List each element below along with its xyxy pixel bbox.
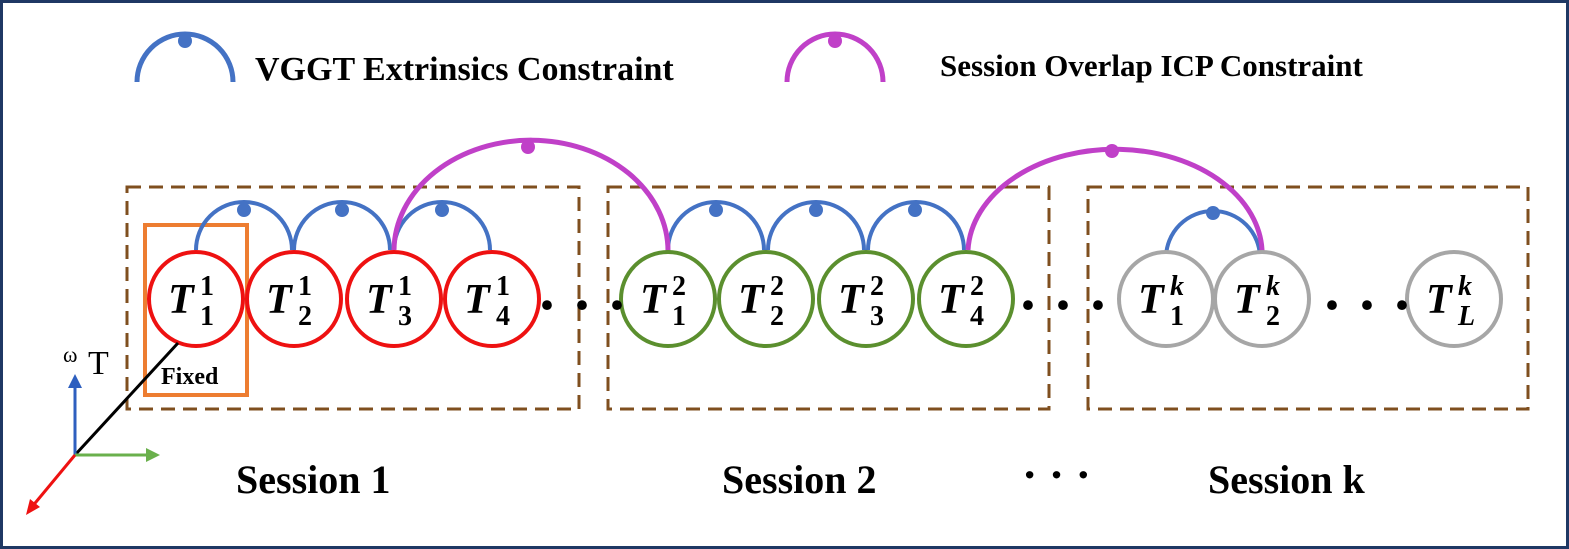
ellipsis-2: · · · — [1018, 272, 1108, 338]
pose-node-superscript: 1 — [496, 271, 510, 302]
pose-node-symbol: T — [838, 277, 866, 323]
pose-node-superscript: 1 — [398, 271, 412, 302]
vggt-arc-dot — [335, 203, 349, 217]
pose-node-subscript: 3 — [870, 301, 884, 332]
session-2-label: Session 2 — [722, 457, 877, 502]
pose-node-superscript: k — [1458, 271, 1472, 302]
pose-node-circle — [345, 250, 443, 348]
vggt-arc-dot — [1206, 206, 1220, 220]
pose-node-superscript: 1 — [298, 271, 312, 302]
vggt-arc — [666, 200, 766, 251]
ellipsis-sessions: · · · — [1022, 449, 1091, 500]
pose-node-symbol: T — [366, 277, 394, 323]
pose-node-symbol: T — [1234, 277, 1262, 323]
pose-node-subscript: L — [1457, 301, 1475, 332]
pose-node-subscript: 1 — [672, 301, 686, 332]
pose-node-circle — [619, 250, 717, 348]
world-frame-sup: ω — [63, 342, 77, 367]
pose-node-circle — [917, 250, 1015, 348]
world-frame-label: T — [88, 345, 109, 382]
world-link-line — [73, 341, 180, 457]
session-k-label: Session k — [1208, 457, 1365, 502]
legend-vggt-label: VGGT Extrinsics Constraint — [255, 51, 674, 88]
icp-arc — [965, 146, 1265, 259]
session-k-box — [1086, 185, 1530, 411]
pose-node-circle — [147, 250, 245, 348]
pose-node-symbol: T — [938, 277, 966, 323]
pose-node-subscript: 1 — [200, 301, 214, 332]
pose-node-symbol: T — [738, 277, 766, 323]
ellipsis-3: · · · — [1322, 272, 1412, 338]
pose-node-superscript: k — [1170, 271, 1184, 302]
icp-constraints — [391, 137, 1265, 259]
pose-node-subscript: 3 — [398, 301, 412, 332]
pose-node-superscript: 2 — [672, 271, 686, 302]
pose-node-superscript: k — [1266, 271, 1280, 302]
pose-node-superscript: 1 — [200, 271, 214, 302]
pose-node-superscript: 2 — [970, 271, 984, 302]
x-axis-arrow — [26, 499, 40, 515]
session-2-box — [606, 185, 1051, 411]
icp-arc-dot — [521, 140, 535, 154]
legend: VGGT Extrinsics Constraint Session Overl… — [134, 31, 1364, 88]
pose-node-subscript: 4 — [496, 301, 510, 332]
pose-node-symbol: T — [168, 277, 196, 323]
pose-node-symbol: T — [266, 277, 294, 323]
pose-node-circle — [443, 250, 541, 348]
vggt-arc — [866, 200, 966, 251]
pose-node-subscript: 4 — [970, 301, 984, 332]
icp-arc-dot — [1105, 144, 1119, 158]
icp-arc — [391, 137, 671, 253]
legend-vggt-symbol — [134, 31, 236, 83]
pose-node-symbol: T — [640, 277, 668, 323]
y-axis-arrow — [146, 448, 160, 462]
vggt-constraints — [194, 200, 1262, 259]
pose-node-circle — [717, 250, 815, 348]
vggt-arc — [292, 200, 392, 251]
pose-node-subscript: 2 — [298, 301, 312, 332]
session-1-box — [125, 185, 581, 411]
z-axis-arrow — [68, 374, 82, 388]
ellipsis-1: · · · — [537, 272, 627, 338]
pose-node-symbol: T — [1426, 277, 1454, 323]
x-axis — [29, 454, 77, 509]
vggt-arc-dot — [237, 203, 251, 217]
pose-node-symbol: T — [464, 277, 492, 323]
vggt-arc-dot — [809, 203, 823, 217]
vggt-arc — [766, 200, 866, 251]
vggt-arc-dot — [709, 203, 723, 217]
fixed-label: Fixed — [161, 364, 219, 390]
pose-node-symbol: T — [1138, 277, 1166, 323]
pose-node-circle — [1405, 250, 1503, 348]
pose-node-circle — [245, 250, 343, 348]
vggt-arc-dot — [435, 203, 449, 217]
pose-node-subscript: 2 — [1266, 301, 1280, 332]
legend-icp-label: Session Overlap ICP Constraint — [940, 48, 1364, 83]
pose-node-subscript: 1 — [1170, 301, 1184, 332]
pose-node-circle — [1213, 250, 1311, 348]
session-1-label: Session 1 — [236, 457, 391, 502]
legend-icp-symbol — [784, 31, 886, 83]
pose-node-superscript: 2 — [770, 271, 784, 302]
vggt-arc — [194, 200, 294, 251]
pose-node-subscript: 2 — [770, 301, 784, 332]
pose-node-circle — [1117, 250, 1215, 348]
pose-node-circle — [817, 250, 915, 348]
pose-node-superscript: 2 — [870, 271, 884, 302]
world-frame-axes: ω T — [26, 341, 180, 515]
vggt-arc-dot — [908, 203, 922, 217]
